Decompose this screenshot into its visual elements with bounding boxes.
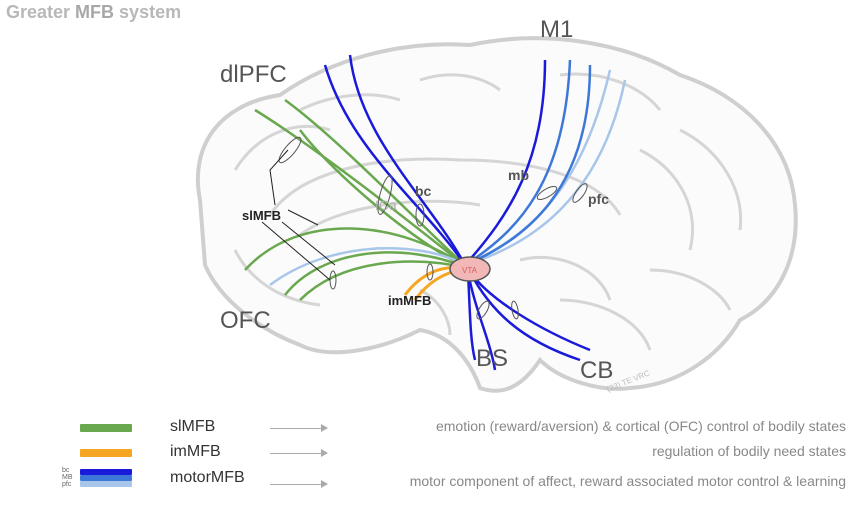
legend-desc-slmfb: emotion (reward/aversion) & cortical (OF… — [435, 418, 846, 434]
motormfb-swatch-dark — [80, 469, 132, 475]
brain-outline — [195, 36, 798, 393]
immfb-swatch — [80, 449, 132, 457]
legend-desc-immfb: regulation of bodily need states — [652, 443, 846, 459]
legend-row-motormfb: bc MB pfc motorMFB motor component of af… — [0, 467, 850, 493]
motormfb-sub-mb: MB — [62, 474, 73, 481]
arrow-icon — [270, 449, 328, 457]
label-mb: mb — [508, 167, 529, 183]
label-slmfb: slMFB — [242, 208, 281, 223]
legend-row-slmfb: slMFB emotion (reward/aversion) & cortic… — [0, 418, 850, 442]
diagram-title: Greater MFB system — [6, 2, 181, 23]
motormfb-sub-pfc: pfc — [62, 481, 72, 488]
legend-label-motormfb: motorMFB — [170, 469, 245, 486]
label-m1: M1 — [540, 16, 573, 43]
motormfb-fibers-mid — [464, 59, 592, 267]
legend-row-immfb: imMFB regulation of bodily need states — [0, 443, 850, 467]
motormfb-swatch-mid — [80, 475, 132, 481]
label-ofc: OFC — [220, 307, 271, 334]
legend-label-immfb: imMFB — [170, 443, 221, 460]
label-dlpfc: dlPFC — [220, 61, 287, 88]
label-immfb: imMFB — [388, 293, 431, 308]
arrow-icon — [270, 480, 328, 488]
legend-label-slmfb: slMFB — [170, 418, 216, 435]
legend-desc-motormfb: motor component of affect, reward associ… — [409, 473, 846, 489]
label-pfc: pfc — [588, 191, 609, 207]
label-bc: bc — [415, 183, 432, 199]
title-prefix: Greater — [6, 2, 76, 22]
label-vta: VTA — [462, 266, 478, 275]
motormfb-sub-bc: bc — [62, 467, 70, 474]
motormfb-swatch-light — [80, 481, 132, 487]
title-suffix: system — [114, 2, 182, 22]
slmfb-swatch — [80, 424, 132, 432]
slmfb-fibers — [244, 98, 469, 301]
label-ica: ICa — [375, 197, 397, 213]
leader-lines — [261, 149, 336, 281]
vta-region — [449, 256, 491, 282]
arrow-icon — [270, 424, 328, 432]
title-strong: MFB — [75, 2, 115, 22]
fiber-markers — [278, 136, 588, 320]
label-cb: CB — [580, 357, 613, 384]
brain-folds — [233, 72, 743, 351]
label-bs: BS — [476, 345, 508, 372]
